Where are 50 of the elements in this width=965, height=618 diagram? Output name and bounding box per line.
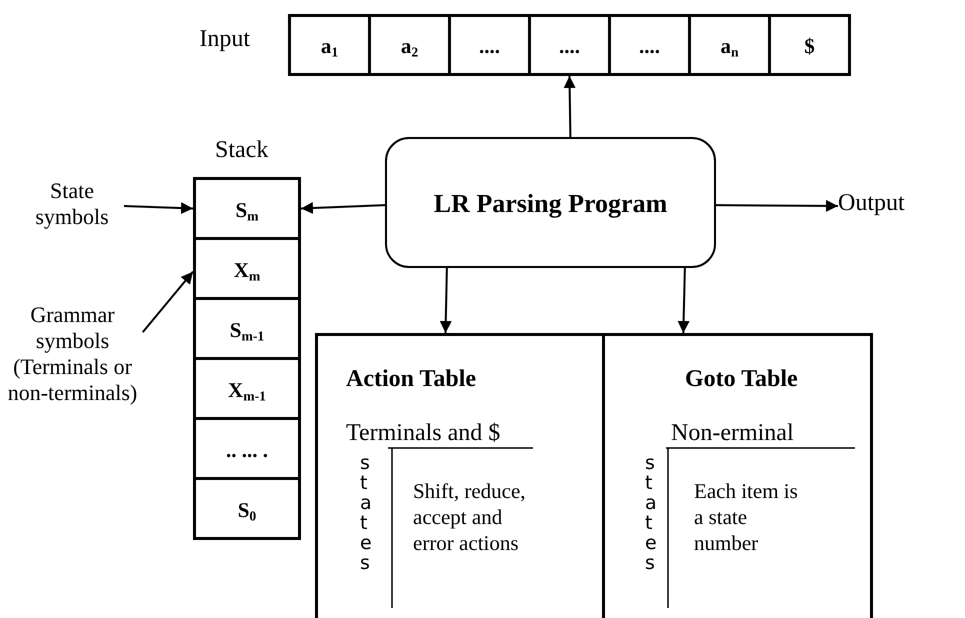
tape-cell [688,14,771,76]
stack-cell [193,357,301,420]
stack-symbol: X$_{m-1}$ [227,378,267,402]
stack-cell [193,177,301,240]
row-header: states [360,454,372,574]
stack-label: Stack [215,137,268,164]
input-symbol: a$_{2}$ [400,34,420,58]
column-header: Terminals and $ [346,420,500,447]
table-panel [602,333,873,618]
input-symbol: $ [803,34,816,58]
tape-cell [608,14,691,76]
input-symbol: .... [638,34,661,58]
input-symbol: a$_{1}$ [320,34,340,58]
arrow [124,202,194,214]
stack-cell [193,417,301,480]
stack-cell [193,477,301,540]
table-panel [315,333,605,618]
tape-cell [768,14,851,76]
arrow [564,76,576,138]
arrow [142,271,194,333]
cell-text: Each item is a state number [694,478,799,556]
tape-cell [448,14,531,76]
tape-cell [528,14,611,76]
tape-cell [368,14,451,76]
tape-cell [288,14,371,76]
input-symbol: .... [558,34,581,58]
stack-cell [193,297,301,360]
arrow [716,200,838,212]
stack-symbol: S$_{m}$ [234,198,260,222]
program-box [385,137,716,268]
row-header: states [645,454,657,574]
arrow [678,268,690,334]
table-title: Goto Table [685,366,798,393]
arrow [300,202,386,214]
annotation-text: Output [838,190,906,216]
stack-symbol: .. ... . [225,438,269,462]
stack-symbol: X$_{m}$ [232,258,262,282]
program-title: LR Parsing Program [432,188,668,218]
table-title: Action Table [346,366,476,393]
input-label: Input [199,26,250,53]
input-symbol: a$_{n}$ [719,34,740,58]
input-symbol: .... [478,34,501,58]
stack-symbol: S$_{0}$ [236,498,258,522]
annotation-text: State symbols [34,178,110,230]
stack-cell [193,237,301,300]
column-header: Non-erminal [671,420,794,447]
arrow [440,268,452,334]
cell-text: Shift, reduce, accept and error actions [413,478,527,556]
annotation-text: Grammar symbols (Terminals or non-terminals) [6,302,138,406]
stack-symbol: S$_{m-1}$ [228,318,266,342]
